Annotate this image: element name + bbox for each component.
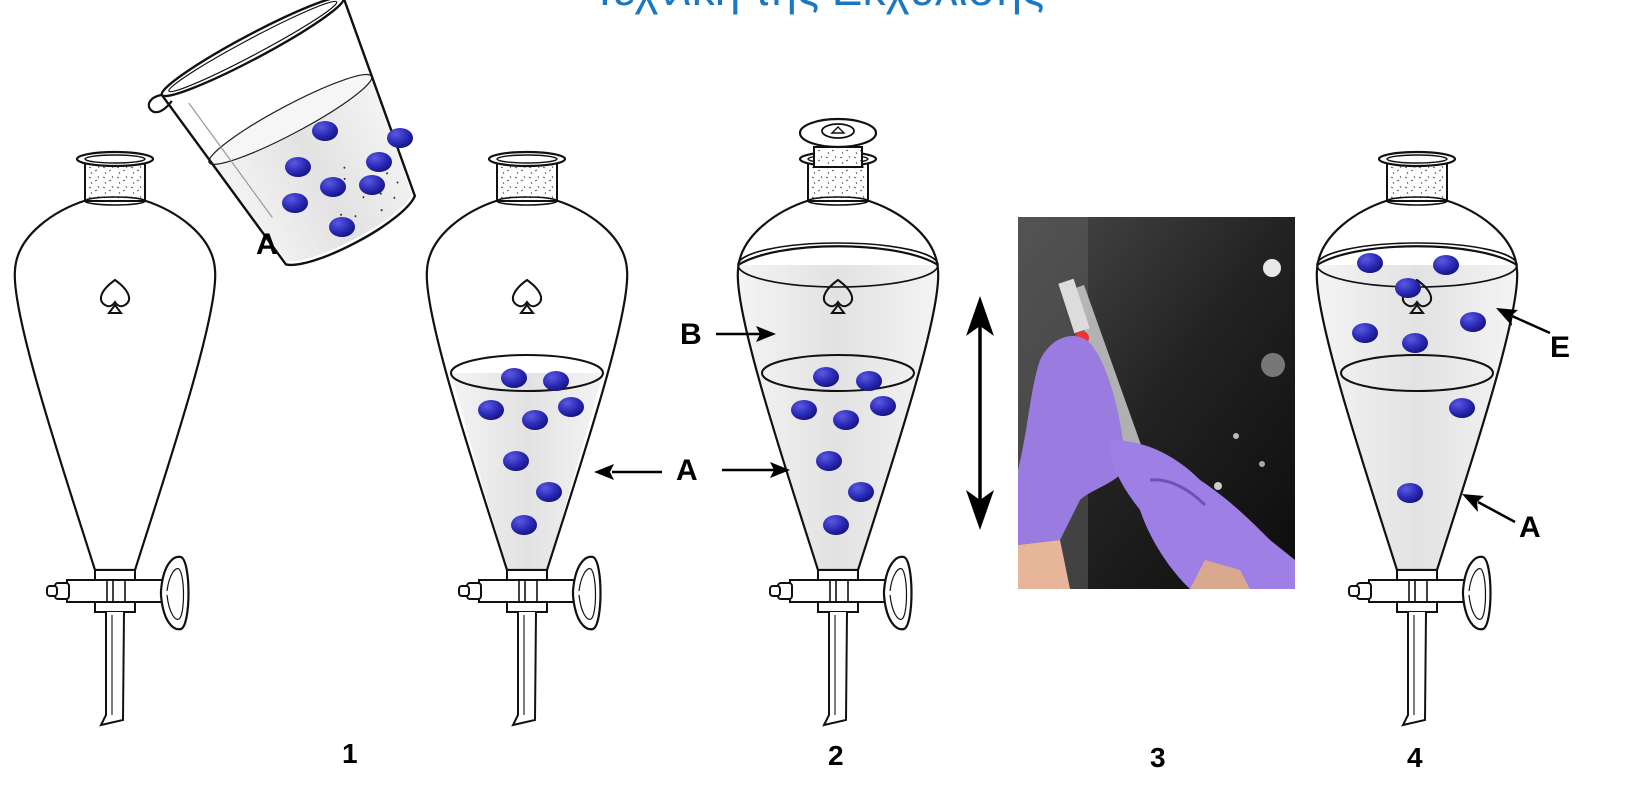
- separatory-funnel-4: [1317, 152, 1517, 725]
- label-a-layer: A: [676, 456, 698, 486]
- step-number-3: 3: [1150, 744, 1166, 772]
- label-a-funnel-4: A: [1519, 513, 1541, 543]
- step-number-4: 4: [1407, 744, 1423, 772]
- shake-double-arrow: [966, 296, 994, 530]
- label-b-funnel-3: B: [680, 320, 702, 350]
- label-a-beaker: A: [256, 230, 278, 260]
- label-e-funnel-4: E: [1550, 333, 1570, 363]
- separatory-funnel-1: [15, 152, 215, 725]
- step-number-2: 2: [828, 742, 844, 770]
- step-number-1: 1: [342, 740, 358, 768]
- separatory-funnel-2: [427, 152, 627, 725]
- shaking-photo: [1018, 217, 1295, 589]
- beaker-pouring: [141, 0, 448, 298]
